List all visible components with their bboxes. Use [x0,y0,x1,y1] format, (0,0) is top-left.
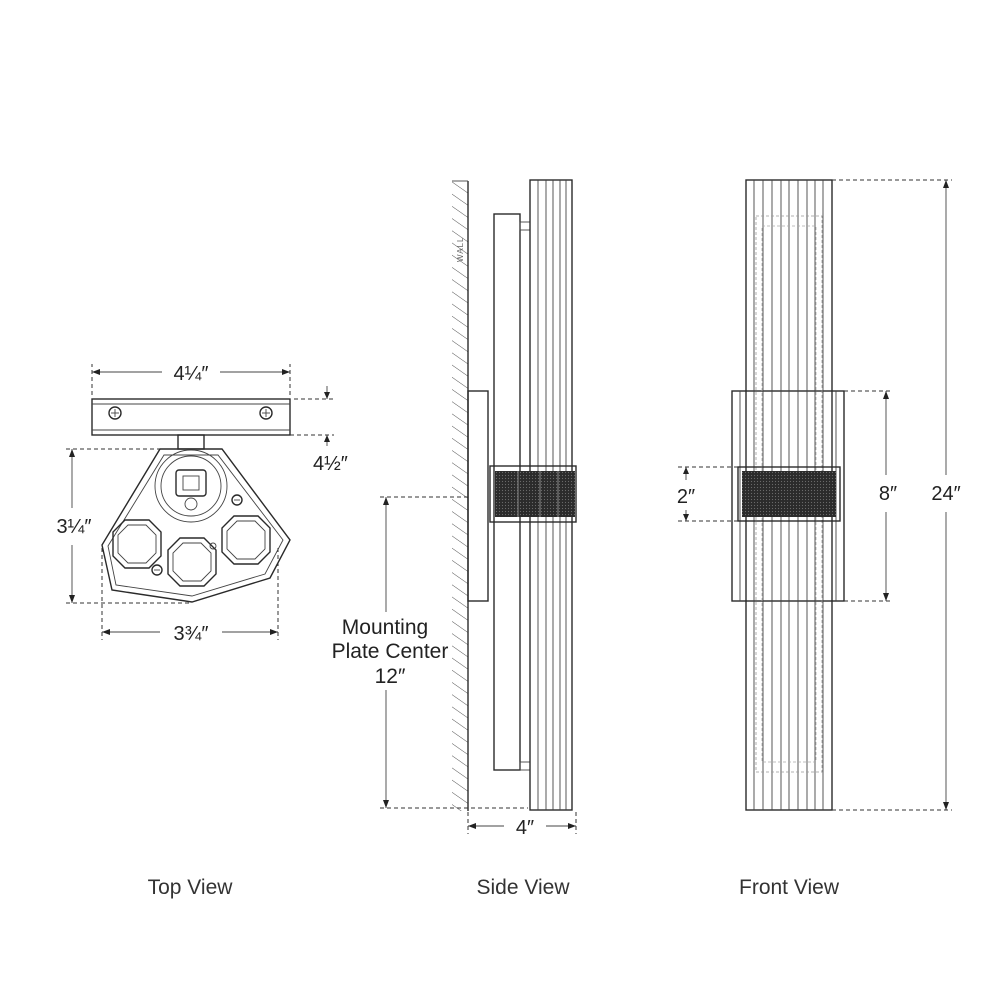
front-dim-band: 2″ [677,466,738,522]
top-view-label: Top View [148,876,234,899]
dim-label-top-depth: 4½″ [313,453,348,475]
front-dim-plate: 8″ [844,390,897,602]
side-mesh-band [489,465,577,523]
side-mounting-label-line1: Mounting [342,616,428,639]
front-view-label: Front View [739,876,840,899]
side-mounting-plate [467,390,489,602]
side-mounting-label-line2: Plate Center [332,640,449,663]
top-stem [177,434,205,450]
side-wall-label: WALL [456,237,465,263]
dim-label-side-depth: 4″ [516,817,534,839]
front-dim-overall: 24″ [832,179,961,811]
front-mesh-band [737,466,841,522]
front-view: 2″ 8″ 24″ Front View [677,179,961,899]
top-fixture-body [101,448,291,603]
dim-label-front-plate: 8″ [879,483,897,505]
side-view-label: Side View [476,876,570,899]
side-dim-mounting-center: Mounting Plate Center 12″ [332,496,528,809]
side-wall: WALL [452,180,469,811]
dim-label-top-body-width: 3¾″ [174,623,209,645]
dim-label-top-plate-width: 4¼″ [174,363,209,385]
side-view: WALL [332,179,577,899]
top-mounting-plate [91,398,291,436]
top-dim-plate-width: 4¼″ [91,363,291,395]
top-dim-body-width: 3¾″ [101,548,279,645]
top-view: 4¼″ 4½″ 3¼″ [57,363,348,899]
side-mounting-value: 12″ [375,665,406,688]
top-dim-body-height: 3¼″ [57,448,192,604]
dim-label-front-overall: 24″ [931,483,960,505]
side-dim-depth: 4″ [467,812,577,839]
front-mounting-plate [731,390,845,602]
top-dim-depth: 4½″ [290,386,348,475]
dim-label-top-body-height: 3¼″ [57,516,92,538]
dim-label-front-band: 2″ [677,486,695,508]
